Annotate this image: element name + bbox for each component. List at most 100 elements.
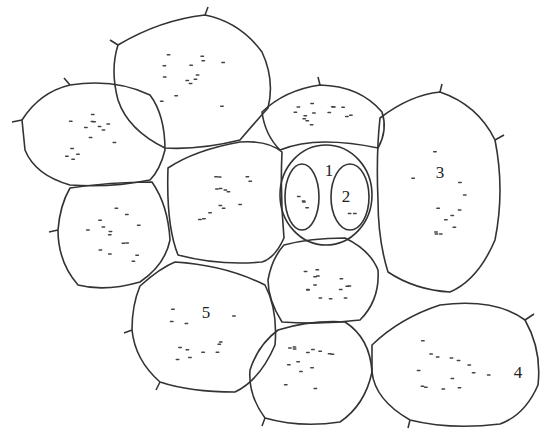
speck <box>313 112 316 114</box>
epidermal-cell <box>132 262 276 392</box>
speck <box>298 196 301 198</box>
epidermal-cell <box>262 85 384 150</box>
guard-cell <box>331 164 369 230</box>
speck <box>209 212 212 214</box>
speck <box>307 352 310 354</box>
speck <box>190 64 193 66</box>
wall-tick <box>318 77 320 85</box>
speck <box>179 347 182 349</box>
speck <box>329 298 332 300</box>
speck <box>220 341 223 343</box>
speck <box>436 356 439 358</box>
speck <box>293 348 296 350</box>
speck <box>417 370 420 372</box>
speck <box>126 214 129 216</box>
speck <box>99 249 102 251</box>
speck <box>307 289 310 291</box>
speck <box>222 207 225 209</box>
speck <box>185 323 188 325</box>
speck <box>297 106 300 108</box>
speck <box>189 83 192 85</box>
speck <box>317 275 320 277</box>
speck <box>319 297 322 299</box>
speck <box>458 387 461 389</box>
speck <box>109 231 112 233</box>
speck <box>218 176 221 178</box>
speck <box>488 374 491 376</box>
speck <box>285 384 288 386</box>
speck <box>113 142 116 144</box>
wall-tick <box>124 330 132 333</box>
speck <box>303 118 306 120</box>
speck <box>227 191 230 193</box>
speck <box>186 349 189 351</box>
speck <box>102 226 105 228</box>
speck <box>464 194 467 196</box>
speck <box>297 361 300 363</box>
speck <box>311 103 314 105</box>
speck <box>333 106 336 108</box>
speck <box>194 79 197 81</box>
epidermal-cell <box>58 182 170 288</box>
callout-number: 5 <box>202 304 211 321</box>
speck <box>458 209 461 211</box>
speck <box>189 357 192 359</box>
speck <box>219 205 222 207</box>
speck <box>201 56 204 58</box>
speck <box>216 351 219 353</box>
speck <box>412 177 415 179</box>
epidermal-cell <box>22 83 165 186</box>
speck <box>239 204 242 206</box>
speck <box>451 378 454 380</box>
speck <box>302 200 305 202</box>
speck <box>186 80 189 82</box>
wall-tick <box>262 418 265 426</box>
wall-tick <box>495 135 504 140</box>
speck <box>312 349 315 351</box>
wall-ticks <box>12 7 534 428</box>
speck <box>422 340 425 342</box>
speck <box>319 351 322 353</box>
wall-tick <box>49 230 58 232</box>
speck <box>310 124 313 126</box>
speck <box>314 388 317 390</box>
speck <box>450 357 453 359</box>
speck <box>72 159 75 161</box>
speck <box>99 220 102 222</box>
speck <box>314 276 317 278</box>
speck <box>71 148 74 150</box>
speck <box>304 115 307 117</box>
speck <box>425 387 428 389</box>
speck <box>167 54 170 56</box>
speck <box>221 106 224 108</box>
speck <box>348 213 351 215</box>
speck <box>314 284 317 286</box>
wall-tick <box>440 84 442 92</box>
speck <box>93 121 96 123</box>
speck <box>98 126 101 128</box>
speck <box>344 297 347 299</box>
epidermal-cell <box>250 322 372 425</box>
speck <box>202 60 205 62</box>
speck <box>421 386 424 388</box>
speck <box>434 151 437 153</box>
speck <box>303 201 306 203</box>
speck <box>246 176 249 178</box>
speck <box>219 188 222 190</box>
epidermal-cell <box>372 303 539 426</box>
epidermal-cell <box>114 15 270 148</box>
epidermal-cell <box>377 92 500 292</box>
speck <box>233 315 236 317</box>
speck <box>354 213 357 215</box>
speck <box>215 176 218 178</box>
speck <box>331 354 334 356</box>
speck <box>164 76 167 78</box>
speck <box>66 156 69 158</box>
speck <box>293 346 296 348</box>
epidermal-cell <box>268 238 378 323</box>
speck <box>89 137 92 139</box>
speck <box>136 254 139 256</box>
speck <box>468 364 471 366</box>
speck <box>175 95 178 97</box>
